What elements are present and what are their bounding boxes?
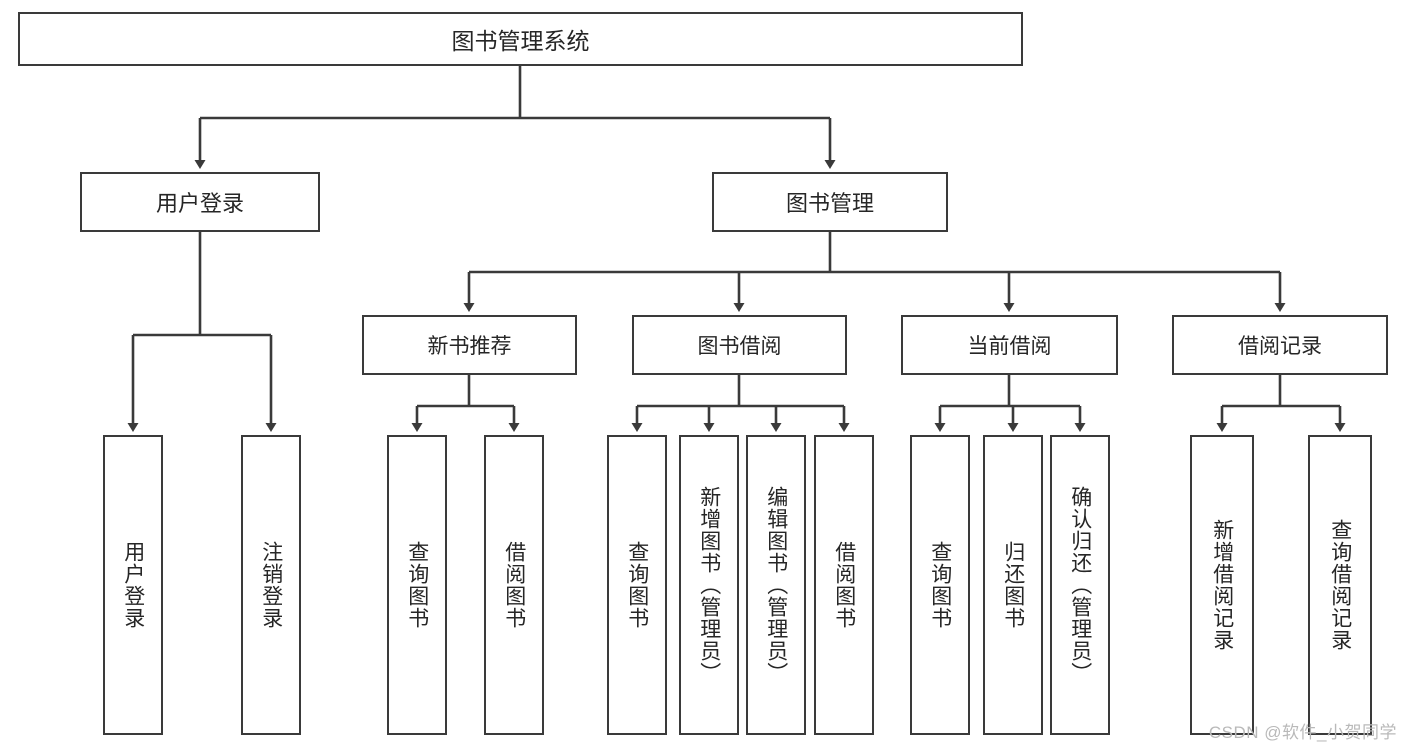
- node-label: 图书管理系统: [451, 28, 590, 54]
- node-label: 图书管理: [785, 191, 874, 216]
- leaf-node[interactable]: 借阅图书: [484, 435, 544, 735]
- leaf-node[interactable]: 确认归还（管理员）: [1050, 435, 1110, 735]
- node-label: 当前借阅: [967, 335, 1052, 358]
- level1-node[interactable]: 用户登录: [80, 172, 320, 232]
- level2-node[interactable]: 借阅记录: [1172, 315, 1388, 375]
- watermark-text: CSDN @软件_小贺同学: [1208, 723, 1397, 742]
- leaf-node[interactable]: 查询图书: [910, 435, 970, 735]
- level2-node[interactable]: 图书借阅: [632, 315, 847, 375]
- node-label: 查询图书: [405, 541, 429, 629]
- node-label: 查询图书: [625, 541, 649, 629]
- node-label: 查询图书: [928, 541, 952, 629]
- node-label: 新增借阅记录: [1210, 519, 1234, 651]
- node-label: 归还图书: [1001, 541, 1025, 629]
- node-label: 用户登录: [121, 541, 145, 629]
- leaf-node[interactable]: 用户登录: [103, 435, 163, 735]
- leaf-node[interactable]: 归还图书: [983, 435, 1043, 735]
- leaf-node[interactable]: 新增借阅记录: [1190, 435, 1254, 735]
- level1-node[interactable]: 图书管理: [712, 172, 948, 232]
- node-label: 图书借阅: [697, 335, 782, 358]
- leaf-node[interactable]: 注销登录: [241, 435, 301, 735]
- node-label: 借阅图书: [832, 541, 856, 629]
- root-node-system-title[interactable]: 图书管理系统: [18, 12, 1023, 66]
- node-label: 借阅记录: [1238, 335, 1322, 358]
- leaf-node[interactable]: 编辑图书（管理员）: [746, 435, 806, 735]
- leaf-node[interactable]: 查询图书: [607, 435, 667, 735]
- level2-node[interactable]: 当前借阅: [901, 315, 1118, 375]
- node-label: 编辑图书（管理员）: [764, 486, 788, 684]
- node-label: 用户登录: [155, 191, 244, 216]
- node-label: 借阅图书: [502, 541, 526, 629]
- node-label: 新增图书（管理员）: [697, 486, 721, 684]
- leaf-node[interactable]: 新增图书（管理员）: [679, 435, 739, 735]
- leaf-node[interactable]: 查询借阅记录: [1308, 435, 1372, 735]
- node-label: 确认归还（管理员）: [1068, 486, 1092, 684]
- level2-node[interactable]: 新书推荐: [362, 315, 577, 375]
- leaf-node[interactable]: 借阅图书: [814, 435, 874, 735]
- node-label: 查询借阅记录: [1328, 519, 1352, 651]
- leaf-node[interactable]: 查询图书: [387, 435, 447, 735]
- node-label: 新书推荐: [427, 335, 512, 358]
- node-label: 注销登录: [259, 541, 283, 629]
